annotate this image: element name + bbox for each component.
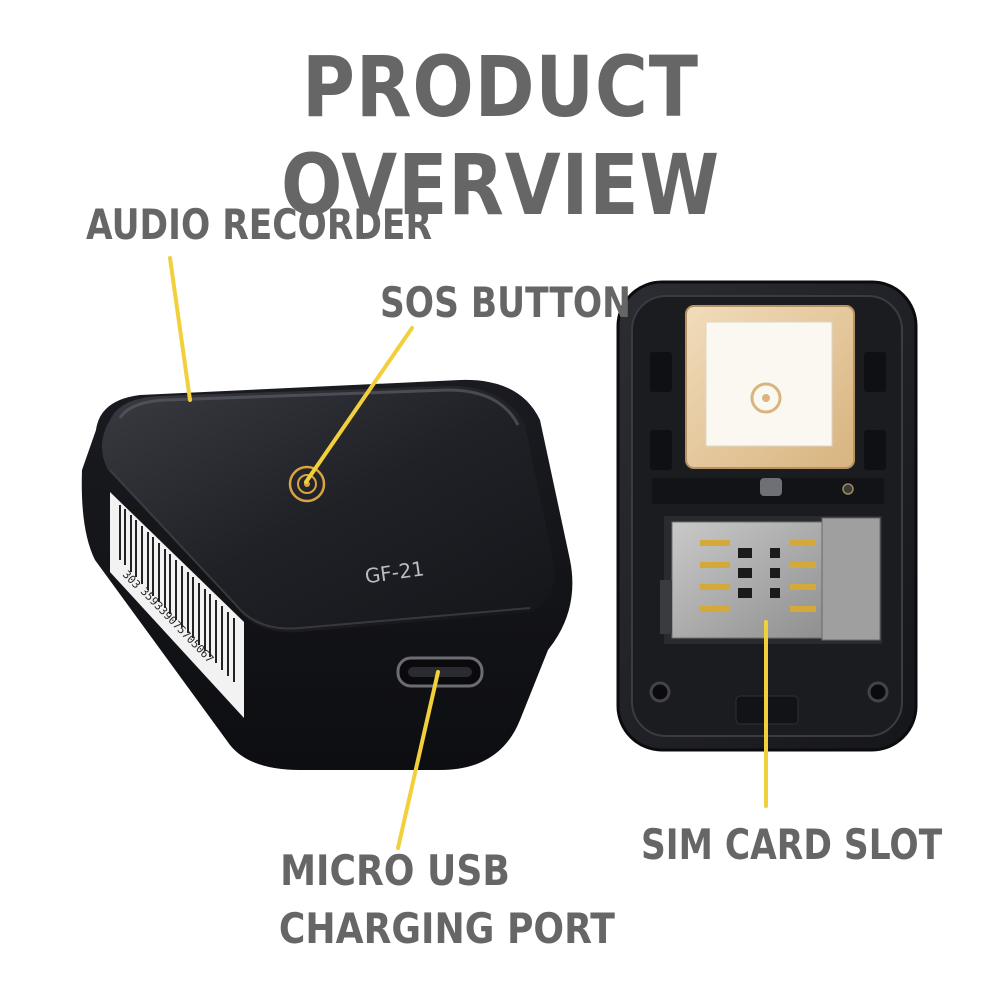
label-micro-usb-line1: MICRO USB: [280, 846, 510, 895]
device-top-face: [101, 386, 555, 633]
gf21-tracker-back: [616, 280, 918, 752]
label-audio-recorder: AUDIO RECORDER: [86, 200, 432, 249]
sim-card-slot: [660, 516, 882, 644]
pointer-micro-usb: [396, 670, 440, 850]
sos-button-icon: [288, 465, 326, 503]
pointer-audio-recorder: [168, 256, 192, 402]
label-sos-button: SOS BUTTON: [380, 278, 631, 327]
gps-antenna: [685, 305, 855, 469]
pointer-lines: [168, 256, 768, 850]
page-title: PRODUCT OVERVIEW: [280, 38, 721, 234]
label-sim-card-slot: SIM CARD SLOT: [641, 820, 943, 869]
pointer-sos-button: [304, 326, 414, 484]
gf21-tracker-front: 303 359339075705067 GF-21: [81, 379, 573, 770]
label-micro-usb-line2: CHARGING PORT: [278, 904, 615, 953]
label-micro-usb-charging-port: MICRO USB CHARGING PORT: [278, 842, 615, 958]
